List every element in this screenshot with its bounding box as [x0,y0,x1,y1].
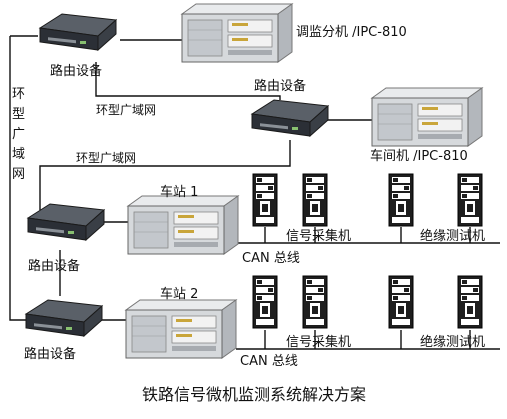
collector1b-tower-icon [302,173,328,227]
insulation1b-tower-icon [457,173,483,227]
ring-wan-vertical-char: 网 [12,167,25,182]
can-bus2-label: CAN 总线 [240,354,298,369]
router-top-label: 路由设备 [50,63,102,79]
station1-pc-icon [127,195,239,255]
can-bus1-label: CAN 总线 [242,251,300,266]
dispatch-pc-label: 调监分机 /IPC-810 [296,25,407,40]
ring-wan-vertical-char: 环 [12,87,25,102]
ring-wan-vertical-char: 域 [12,147,25,162]
collector2a-tower-icon [252,275,278,329]
workshop-pc-icon [371,87,483,147]
router-left1-label: 路由设备 [28,258,80,274]
dispatch-pc-icon [181,3,293,63]
network-links [9,35,372,321]
station2-pc-icon [125,299,237,359]
can-bus-2 [236,330,500,350]
collector1-label: 信号采集机 [286,228,351,244]
ring-wan-2-label: 环型广域网 [76,151,136,165]
ring-wan-vertical-char: 广 [12,127,25,142]
collector2b-tower-icon [302,275,328,329]
station2-label: 车站 2 [160,286,198,302]
diagram-caption: 铁路信号微机监测系统解决方案 [142,385,366,404]
workshop-pc-label: 车间机 /IPC-810 [370,148,468,164]
router-top-icon [39,13,117,51]
insulation1-label: 绝缘测试机 [420,228,485,244]
ring-wan-1-link [95,62,281,100]
ring-wan-vertical-char: 型 [12,107,25,122]
ring-wan-1-label: 环型广域网 [96,103,156,117]
collector2-label: 信号采集机 [286,334,351,350]
insulation2-label: 绝缘测试机 [420,334,485,350]
router-left2-icon [25,299,103,337]
router-left2-label: 路由设备 [24,346,76,362]
ring-wan-vertical-label: 环 型 广 域 网 [12,87,25,182]
router-mid-label: 路由设备 [254,78,306,94]
insulation2b-tower-icon [457,275,483,329]
insulation1a-tower-icon [388,173,414,227]
router-mid-icon [251,99,329,137]
station1-label: 车站 1 [160,184,198,200]
can-bus-1 [236,227,500,244]
collector1a-tower-icon [252,173,278,227]
left-ring-link [9,36,28,321]
insulation2a-tower-icon [388,275,414,329]
ring-wan-2-link [39,140,291,210]
